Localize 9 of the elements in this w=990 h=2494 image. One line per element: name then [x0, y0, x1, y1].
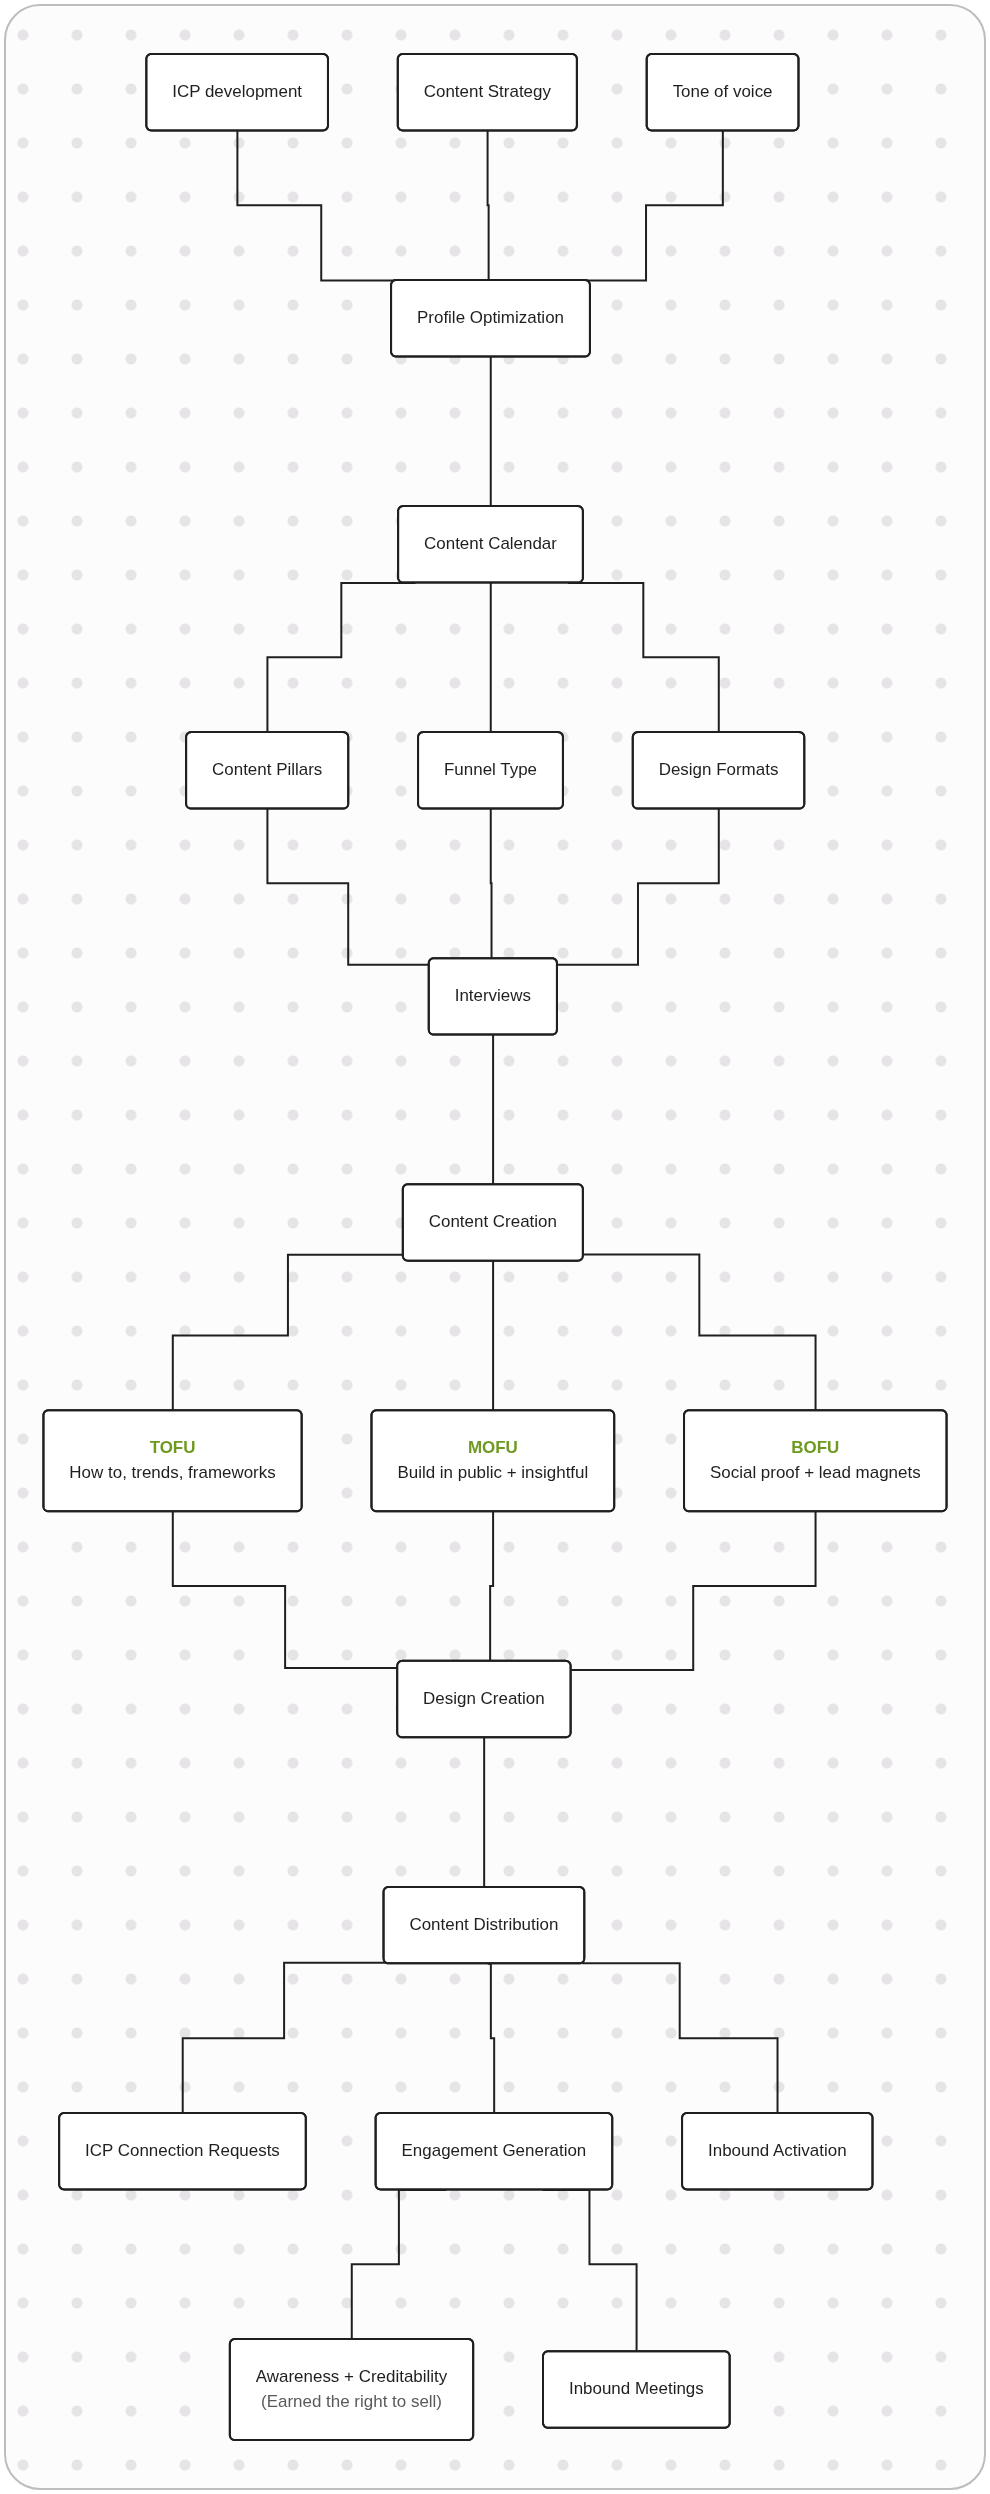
connector — [492, 1034, 495, 1186]
connector — [570, 1510, 817, 1671]
connector — [486, 129, 491, 282]
connector — [489, 582, 492, 734]
connector — [489, 808, 494, 960]
connector — [489, 355, 492, 508]
connector — [556, 808, 720, 966]
connector — [492, 1260, 495, 1412]
connector — [582, 1253, 817, 1412]
